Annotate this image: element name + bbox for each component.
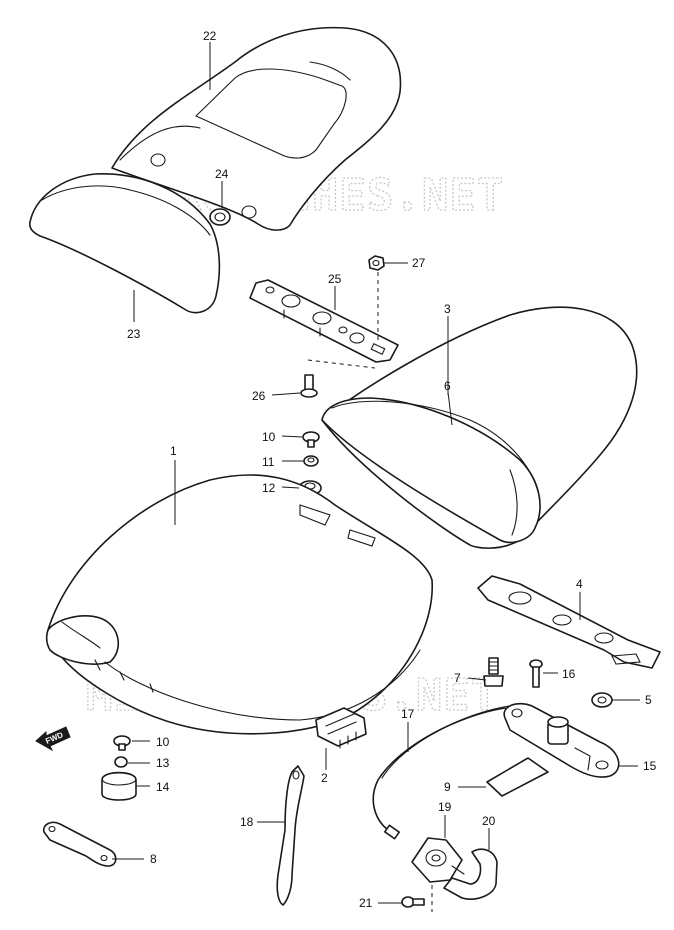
callout-3: 3 [444,302,451,316]
callout-labels: 1 2 3 4 5 6 7 8 9 10 10 11 12 13 14 15 1… [127,29,657,910]
part-11-washer [303,455,319,467]
callout-2: 2 [321,771,328,785]
part-26-bolt [300,374,318,398]
part-19-lock-cylinder [411,837,465,883]
part-13-nut [114,756,128,768]
part-21-screw [401,896,425,908]
part-3-rear-seat [321,306,638,549]
part-24-grommet [209,208,231,226]
part-23-tail-pad [29,173,221,314]
callout-17: 17 [401,707,415,721]
part-20-lock-bracket [443,848,498,900]
callout-12: 12 [262,481,276,495]
part-1-front-seat [45,474,434,735]
callout-18: 18 [240,815,254,829]
part-17-cable [372,705,510,840]
callout-7: 7 [454,671,461,685]
part-14-cushion [101,771,137,801]
callout-22: 22 [203,29,217,43]
part-27-nut [368,255,385,271]
callout-14: 14 [156,780,170,794]
callout-21: 21 [359,896,373,910]
leader-lines [112,42,640,912]
callout-13: 13 [156,756,170,770]
part-18-strap [276,765,305,906]
callout-19: 19 [438,800,452,814]
callout-23: 23 [127,327,141,341]
part-9-plate [486,757,549,797]
part-5-nut [591,692,613,708]
part-8-strap-bracket [42,821,117,867]
part-22-seat-cowl [111,26,402,231]
callout-11: 11 [262,455,275,469]
callout-5: 5 [645,693,652,707]
callout-15: 15 [643,759,657,773]
part-2-coupler [315,707,367,749]
callout-4: 4 [576,577,583,591]
callout-10b: 10 [156,735,170,749]
callout-1: 1 [170,444,177,458]
callout-10a: 10 [262,430,276,444]
part-10-screw-lower [113,735,131,751]
callout-9: 9 [444,780,451,794]
callout-25: 25 [328,272,342,286]
part-7-bolt [483,657,504,687]
callout-20: 20 [482,814,496,828]
callout-16: 16 [562,667,576,681]
part-16-screw [529,659,543,688]
part-4-seat-bracket [477,575,661,669]
callout-6: 6 [444,379,451,393]
part-10-screw-upper [302,431,320,448]
callout-24: 24 [215,167,229,181]
fwd-arrow-icon: FWD [35,726,71,752]
callout-26: 26 [252,389,266,403]
callout-8: 8 [150,852,157,866]
part-15-seat-lock [503,702,620,778]
callout-27: 27 [412,256,426,270]
part-25-bracket [249,279,399,363]
